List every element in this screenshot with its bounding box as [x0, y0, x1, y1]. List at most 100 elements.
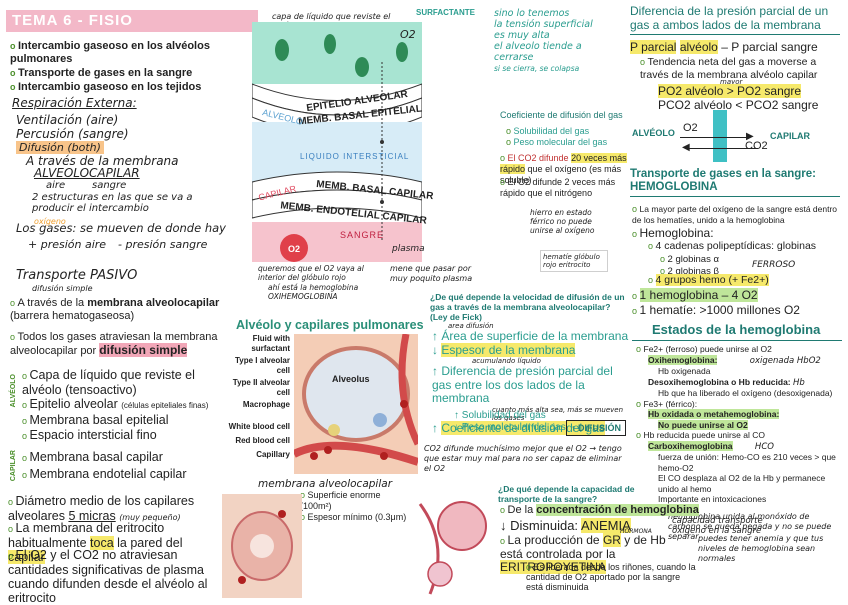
- grupos-dot: [648, 274, 656, 286]
- alveolo-img-title: Alvéolo y capilares pulmonares: [236, 318, 424, 332]
- mayor-parte: La mayor parte del oxígeno de la sangre …: [632, 204, 842, 226]
- coef-items: Solubilidad del gas Peso molecular del g…: [506, 126, 608, 148]
- membrana-item: Espesor mínimo (0.3μm): [300, 512, 410, 523]
- sangre-label: sangre: [92, 180, 127, 191]
- disminuida-text: Disminuida:: [510, 518, 579, 533]
- formula-alveolo: alvéolo: [679, 40, 718, 54]
- queremos2-note: ahí está la hemoglobina: [268, 283, 359, 292]
- plasma-label: plasma: [392, 244, 425, 254]
- fig-label: White blood cell: [228, 422, 290, 431]
- intro-list: Intercambio gaseoso en los alvéolos pulm…: [10, 40, 250, 94]
- oxihemo-note: OXIHEMOGLOBINA: [268, 292, 338, 301]
- ferroso-note: FERROSO: [752, 260, 796, 270]
- prod-text: La producción de: [500, 533, 600, 547]
- fe3-line: Fe3+ (férrico):: [636, 399, 846, 410]
- membrana-alveolo: membrana alveolocapilar: [87, 297, 220, 309]
- capilar-word: capilar: [8, 550, 45, 564]
- presion-aire: + presión aire: [28, 238, 107, 251]
- hemoglobina-inner: Hemoglobina:: [632, 226, 714, 240]
- no-puede-line: No puede unirse al O2: [636, 419, 846, 431]
- surfactante-line: cerrarse: [494, 52, 534, 63]
- muy-peq-note: (muy pequeño): [119, 513, 181, 522]
- po2-line: PO2 alvéolo > PO2 sangre: [658, 84, 802, 98]
- cadenas-inner: 4 cadenas polipeptídicas: globinas: [648, 240, 816, 252]
- metahemo-inner: Hb oxidada o metahemoglobina:: [648, 409, 780, 419]
- surfactante-label: SURFACTANTE: [416, 8, 475, 17]
- conc-text: De la: [500, 504, 533, 516]
- produccion-line: La producción de GR y de Hb está control…: [500, 533, 690, 574]
- vel-sub-list: ↑ Solubilidad del gas ↓ Peso molecular d…: [454, 410, 566, 434]
- alveolo-illustration: [294, 334, 418, 474]
- eritrocito-block: La membrana del eritrocito habitualmente…: [8, 521, 208, 564]
- area-note: area difusión: [448, 322, 494, 330]
- capilar-items: Membrana basal capilar Membrana endoteli…: [22, 450, 217, 482]
- uno-dot: [632, 288, 640, 302]
- fig-label: Type II alveolar cell: [232, 378, 290, 397]
- conc-bold: concentración de hemoglobina: [536, 504, 699, 516]
- velocidad-list: ↑ Área de superficie de la membrana ↓ Es…: [432, 329, 632, 435]
- surfactante-line: la tensión superficial: [494, 19, 593, 30]
- transporte-pasivo: Transporte PASIVO: [16, 268, 138, 283]
- micras-value: 5 micras: [68, 509, 116, 523]
- beta-inner: 2 globinas β: [660, 266, 719, 277]
- queremos-note: queremos que el O2 vaya al interior del …: [258, 264, 364, 282]
- fig-label: Macrophage: [242, 400, 290, 409]
- percusion-line: Percusión (sangre): [16, 127, 129, 141]
- formula-p: P parcial: [630, 40, 677, 54]
- estados-title: Estados de la hemoglobina: [652, 322, 821, 337]
- y-hb-text: y de Hb está controlada por la: [500, 533, 666, 561]
- hco-hand: HCO: [754, 441, 774, 452]
- co2-arrow-label: CO2: [745, 140, 768, 152]
- co2-arrow: [688, 148, 758, 149]
- oxi-inner: Oxihemoglobina:: [648, 354, 718, 365]
- atraves-text: A través de la: [10, 297, 84, 309]
- capilar-item: Membrana endotelial capilar: [22, 467, 217, 482]
- espesor-note: acumulando líquido: [472, 357, 541, 365]
- diametro-block: Diámetro medio de los capilares alveolar…: [8, 494, 218, 525]
- oxi-line: Oxihemoglobina: oxigenada HbO2: [636, 354, 846, 367]
- barrera-text: (barrera hematogaseosa): [10, 310, 135, 322]
- alveolo-tag: ALVÉOLO: [10, 374, 17, 408]
- alveolo-items: Capa de líquido que reviste el alvéolo (…: [22, 368, 217, 443]
- cadenas-line: 4 cadenas polipeptídicas: globinas: [648, 240, 816, 252]
- disminuida-line: ↓ Disminuida: ANEMIA: [500, 518, 631, 533]
- vel-item-text: Área de superficie de la membrana: [441, 329, 629, 343]
- gr-word: GR: [602, 533, 621, 547]
- intro-item: Intercambio gaseoso en los alvéolos pulm…: [10, 40, 250, 66]
- diagram-o2-bottom: O2: [288, 244, 301, 254]
- transporte-title: Transporte de gases en la sangre: HEMOGL…: [630, 168, 816, 193]
- ventilacion-line: Ventilación (aire): [16, 113, 119, 127]
- uno-line: 1 hemoglobina – 4 O2: [632, 288, 758, 302]
- vel-sub-text: Solubilidad del gas: [461, 410, 546, 421]
- intox-line: Importante en intoxicaciones: [658, 494, 767, 504]
- coef-item: Solubilidad del gas: [506, 126, 607, 137]
- alveolo-item: Espacio intersticial fino: [22, 428, 217, 443]
- estados-hand-note: hemoglobina unida al monóxido de carbono…: [668, 512, 832, 541]
- pco2-line: PCO2 alvéolo < PCO2 sangre: [658, 98, 819, 112]
- o2-arrow: [680, 137, 750, 138]
- traves-line: A través de la membrana: [26, 154, 179, 168]
- hbco-line: Hb reducida puede unirse al CO: [636, 430, 846, 441]
- fig-label: Capillary: [256, 450, 290, 459]
- surfactante-line: si se cierra, se colapsa: [494, 64, 580, 73]
- hemoglobina-label: Hemoglobina:: [632, 226, 714, 240]
- beta-line: 2 globinas β: [660, 266, 719, 277]
- fig-label: Fluid with surfactant: [251, 334, 290, 353]
- estados-divider: [632, 340, 842, 341]
- membrana-item: Superficie enorme (100m²): [300, 490, 410, 512]
- uno-inner: 1 hemoglobina – 4 O2: [639, 288, 758, 302]
- eritro-word: ERITROPOYETINA: [500, 560, 607, 574]
- coef-o2: El O2 difunde 2 veces más rápido que el …: [500, 177, 630, 199]
- capacidad-hand: capacidad transporte oxígeno en la sangr…: [672, 516, 763, 536]
- vel-sub-text: Peso molecular del gas: [461, 422, 566, 433]
- difusion-simple-note: difusión simple: [32, 284, 93, 293]
- velocidad-question: ¿De qué depende la velocidad de difusión…: [430, 292, 625, 322]
- mayor-note: mayor: [720, 78, 743, 86]
- hematie-box: hematíe glóbulo rojo eritrocito: [540, 250, 608, 272]
- membrana-img-title: membrana alveolocapilar: [258, 478, 393, 490]
- toca-word: toca: [90, 536, 114, 550]
- coef-title: Coeficiente de difusión del gas: [500, 110, 623, 120]
- hb-ox-line: Hb oxigenada: [658, 366, 711, 376]
- alveolus-label: Alveolus: [332, 374, 370, 384]
- o2-arrow-head: ▶: [746, 131, 754, 142]
